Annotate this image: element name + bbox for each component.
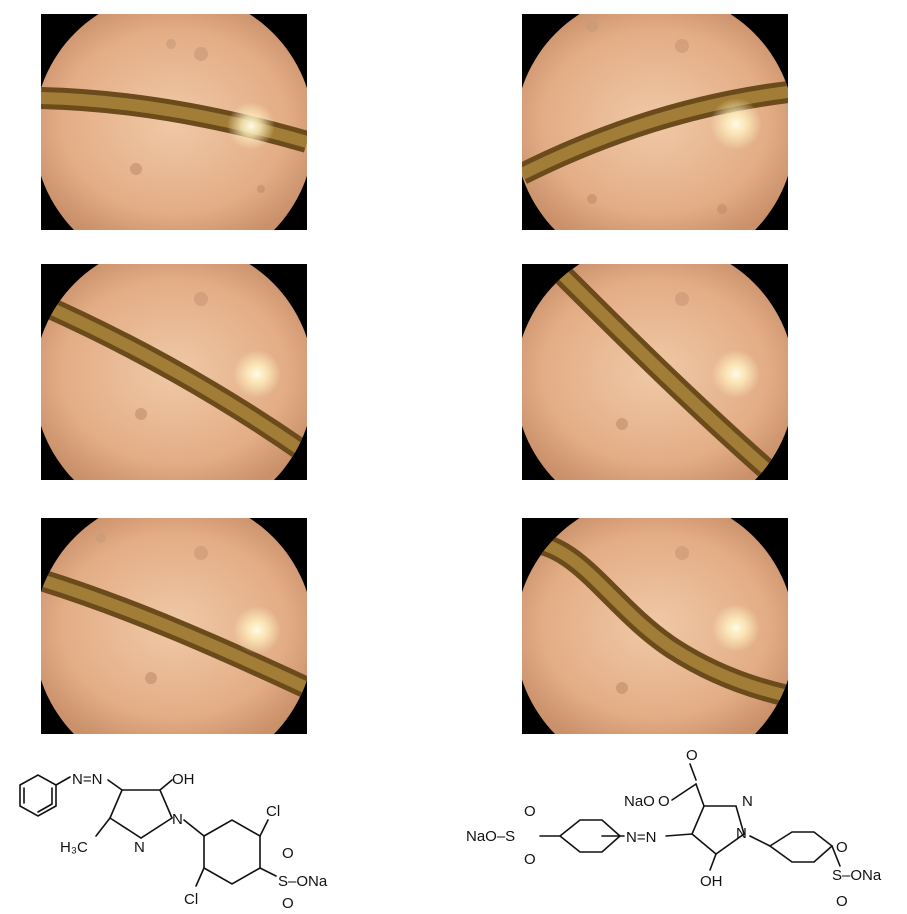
label-o-right-top: O	[836, 839, 848, 856]
label-oh: OH	[172, 771, 195, 788]
label-n-ring: N	[172, 811, 183, 828]
micrograph-fiber-top-right	[522, 14, 788, 230]
label-o-right-bottom: O	[836, 893, 848, 910]
micrograph-fiber-top-left	[41, 14, 307, 230]
chemical-structure-left: N=N OH H₃C N N Cl Cl O S–ONa O	[19, 771, 328, 910]
label-n-pyrazole: N	[134, 839, 145, 856]
label-n-eq-n: N=N	[72, 771, 102, 788]
label-o-carbonyl: O	[686, 747, 698, 764]
micrograph-fiber-bottom-right	[522, 518, 788, 734]
label-o-left-top: O	[524, 803, 536, 820]
label-o-bottom: O	[282, 895, 294, 910]
micrograph-fiber-middle-right	[522, 264, 788, 480]
label-oh: OH	[700, 873, 723, 890]
label-n-ring: N	[736, 825, 747, 842]
label-cl-top: Cl	[266, 803, 280, 820]
micrograph-fiber-bottom-left	[41, 518, 307, 734]
label-o-ester: O	[658, 793, 670, 810]
chemical-structure-right: O NaO O N N OH N=N NaO–S O O O S–ONa O	[466, 747, 882, 910]
label-n-eq-n: N=N	[626, 829, 656, 846]
label-n-top: N	[742, 793, 753, 810]
label-o-top: O	[282, 845, 294, 862]
label-s-ona-right: S–ONa	[832, 867, 882, 884]
label-nao-s-left: NaO–S	[466, 828, 515, 845]
label-h3c: H₃C	[60, 839, 88, 856]
label-naoo: NaO	[624, 793, 655, 810]
micrograph-fiber-middle-left	[41, 264, 307, 480]
label-cl-bottom: Cl	[184, 891, 198, 908]
label-o-left-bottom: O	[524, 851, 536, 868]
label-sulfonate: S–ONa	[278, 873, 328, 890]
